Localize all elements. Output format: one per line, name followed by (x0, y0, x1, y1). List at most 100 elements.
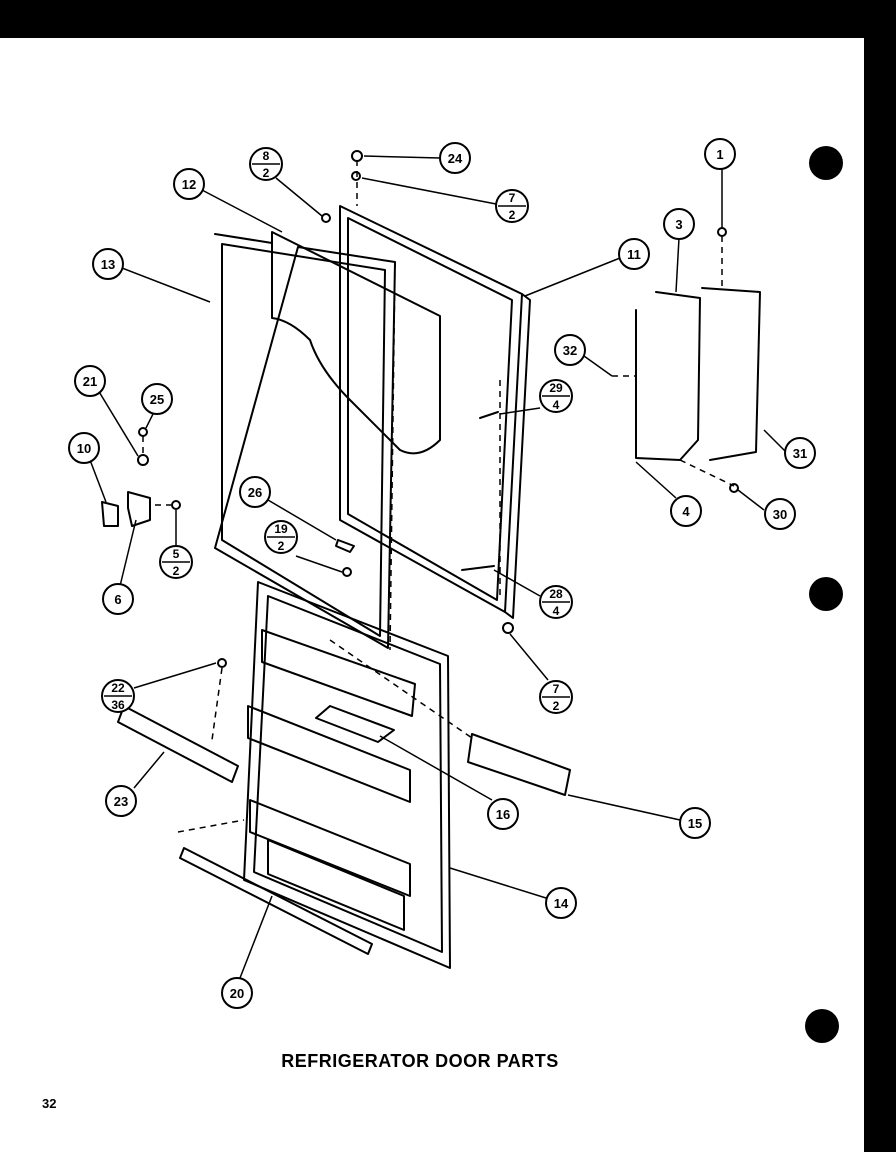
fraction-22-36-bottom: 36 (111, 698, 125, 712)
leader-16 (379, 735, 493, 801)
callout-14-label: 14 (554, 896, 569, 911)
leader-14 (449, 867, 547, 899)
assembly-line-b (389, 261, 396, 651)
fraction-28-4-bottom: 4 (553, 604, 560, 618)
page-number: 32 (42, 1096, 56, 1111)
screw-29 (479, 411, 499, 419)
screw-26 (335, 539, 355, 553)
leader-22-36 (133, 662, 217, 689)
callout-12: 12 (173, 168, 205, 200)
fraction-7-2a-top: 7 (509, 191, 516, 205)
callout-1: 1 (704, 138, 736, 170)
callout-11-label: 11 (627, 247, 641, 262)
leader-21 (97, 389, 139, 457)
egg-tray (117, 705, 239, 783)
fraction-29-4-bottom: 4 (553, 398, 560, 412)
fraction-callout-5-2: 5 2 (159, 545, 193, 579)
fraction-5-2-top: 5 (173, 547, 180, 561)
callout-3: 3 (663, 208, 695, 240)
fraction-callout-19-2: 19 2 (264, 520, 298, 554)
fraction-callout-29-4: 29 4 (539, 379, 573, 413)
fraction-callout-7-2-bottom: 7 2 (539, 680, 573, 714)
inner-door-liner (243, 581, 451, 969)
callout-4: 4 (670, 495, 702, 527)
leader-4 (635, 461, 677, 499)
leader-6 (119, 519, 137, 587)
leader-31 (763, 429, 787, 453)
callout-13-label: 13 (101, 257, 115, 272)
leader-7-2a (361, 177, 497, 205)
screw-8 (321, 213, 331, 223)
callout-20: 20 (221, 977, 253, 1009)
bottom-trim (179, 847, 373, 955)
screw-21 (137, 454, 149, 466)
callout-21: 21 (74, 365, 106, 397)
callout-24-label: 24 (448, 151, 463, 166)
callout-32-label: 32 (563, 343, 577, 358)
callout-6: 6 (102, 583, 134, 615)
inner-door-liner-inner (253, 595, 443, 953)
liner-shelf-lower (249, 799, 411, 897)
leader-23 (133, 751, 165, 789)
callout-10-label: 10 (77, 441, 91, 456)
fraction-8-2-top: 8 (263, 149, 270, 163)
screw-30 (729, 483, 739, 493)
callout-30: 30 (764, 498, 796, 530)
fraction-8-2-bottom: 2 (263, 166, 270, 180)
door-tray (315, 705, 395, 743)
leader-15 (567, 794, 681, 821)
door-gasket-frame (214, 233, 396, 649)
fraction-28-4-top: 28 (549, 587, 563, 601)
callout-31: 31 (784, 437, 816, 469)
leader-29-4 (499, 407, 541, 415)
screw-19 (342, 567, 352, 577)
fraction-19-2-bottom: 2 (278, 539, 285, 553)
screw-7-top (351, 171, 361, 181)
callout-25: 25 (141, 383, 173, 415)
liner-shelf-upper (261, 629, 416, 717)
callout-3-label: 3 (675, 217, 682, 232)
leader-32 (583, 355, 613, 377)
fraction-7-2b-bottom: 2 (553, 699, 560, 713)
callout-1-label: 1 (716, 147, 723, 162)
callout-26-label: 26 (248, 485, 262, 500)
screw-28 (461, 565, 495, 571)
leader-7-2b (509, 633, 549, 681)
hinge-bracket (701, 287, 761, 461)
callout-31-label: 31 (793, 446, 807, 461)
callout-10: 10 (68, 432, 100, 464)
callout-23: 23 (105, 785, 137, 817)
callout-30-label: 30 (773, 507, 787, 522)
callout-23-label: 23 (114, 794, 128, 809)
callout-15-label: 15 (688, 816, 702, 831)
leader-11 (524, 257, 621, 297)
diagram-title: REFRIGERATOR DOOR PARTS (281, 1051, 559, 1071)
fraction-callout-28-4: 28 4 (539, 585, 573, 619)
leader-25 (145, 411, 155, 429)
assembly-line-h (177, 819, 245, 833)
screw-22 (217, 658, 227, 668)
door-insulation (271, 231, 441, 455)
fraction-29-4-top: 29 (549, 381, 563, 395)
callout-21-label: 21 (83, 374, 97, 389)
liner-bottom-recess (267, 839, 405, 931)
callout-6-label: 6 (114, 592, 121, 607)
leader-10 (89, 459, 107, 503)
callout-13: 13 (92, 248, 124, 280)
liner-shelf-middle (247, 705, 411, 803)
leader-30 (737, 489, 765, 511)
door-hinge (127, 491, 151, 527)
callout-11: 11 (618, 238, 650, 270)
leader-20 (239, 895, 273, 979)
fraction-19-2-top: 19 (274, 522, 288, 536)
fraction-22-36-top: 22 (111, 681, 125, 695)
leader-13 (121, 267, 211, 303)
fraction-callout-8-2: 8 2 (249, 147, 283, 181)
door-trim-strip (467, 733, 571, 796)
callout-12-label: 12 (182, 177, 196, 192)
leader-12 (201, 189, 283, 233)
assembly-line-j (679, 459, 735, 487)
callout-26: 26 (239, 476, 271, 508)
fraction-7-2a-bottom: 2 (509, 208, 516, 222)
